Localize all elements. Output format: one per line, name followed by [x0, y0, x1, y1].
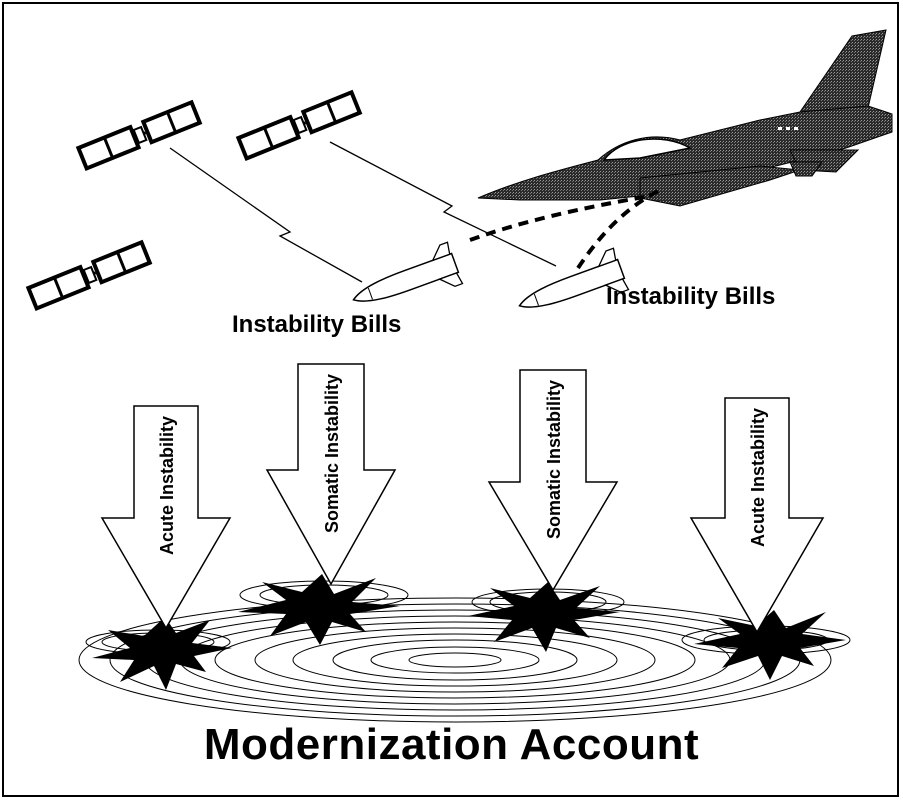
impact-burst-icon	[92, 617, 232, 690]
fighter-jet-icon	[477, 29, 893, 207]
impact-burst-icon	[468, 582, 620, 652]
diagram-title: Modernization Account	[203, 720, 700, 769]
satellite-icon	[75, 99, 203, 172]
missile-label: Instability Bills	[232, 311, 401, 338]
down-arrow-label: Acute Instability	[157, 416, 177, 555]
signal-link	[169, 147, 363, 283]
signal-link	[329, 141, 557, 267]
missile-trajectory	[576, 188, 661, 270]
down-arrow-label: Somatic Instability	[544, 380, 564, 539]
down-arrow-label: Somatic Instability	[322, 374, 342, 533]
impact-burst-icon	[694, 610, 846, 680]
down-arrow-shape	[689, 397, 825, 634]
missile-label: Instability Bills	[606, 283, 775, 310]
satellite-icon	[25, 239, 153, 312]
impact-burst-icon	[238, 574, 400, 645]
down-arrow-label: Acute Instability	[748, 408, 768, 547]
down-arrow-shape	[487, 369, 619, 592]
down-arrow-shape	[265, 363, 397, 586]
down-arrow: Acute Instability	[100, 405, 232, 630]
down-arrow: Acute Instability	[689, 397, 825, 634]
down-arrow: Somatic Instability	[487, 369, 619, 592]
down-arrow: Somatic Instability	[265, 363, 397, 586]
missile-icon	[518, 247, 630, 308]
down-arrow-shape	[100, 405, 232, 630]
missile-icon	[352, 241, 464, 302]
missile-trajectory	[469, 194, 651, 242]
satellite-icon	[235, 89, 363, 162]
